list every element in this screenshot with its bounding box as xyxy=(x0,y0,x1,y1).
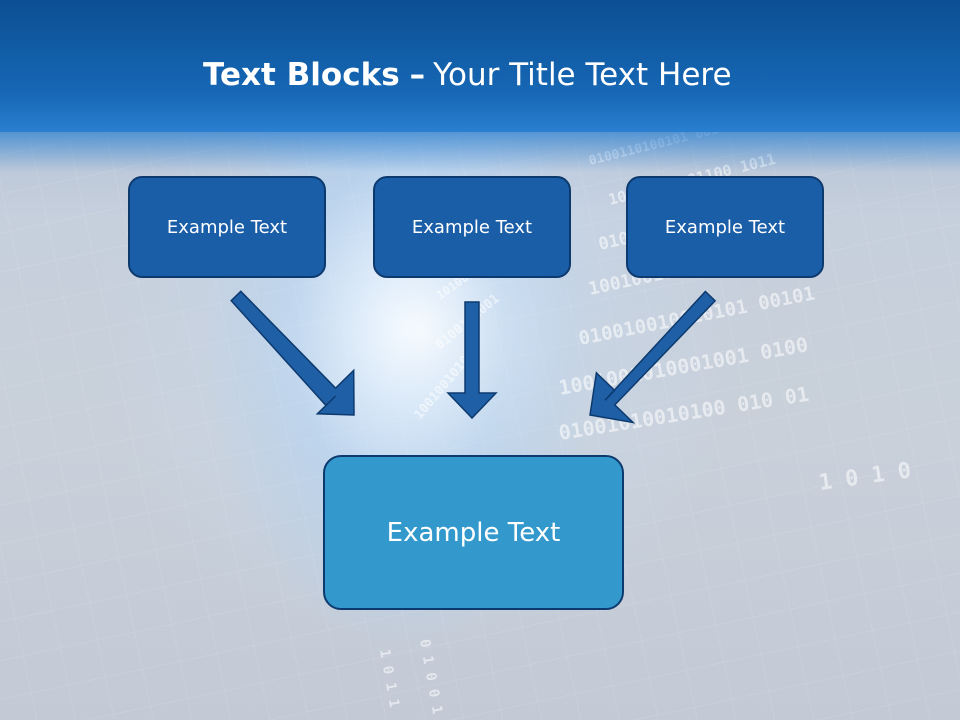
title-subtitle-part: Your Title Text Here xyxy=(433,57,732,93)
text-block-1-label: Example Text xyxy=(166,216,288,238)
text-block-1: Example Text xyxy=(128,176,326,278)
text-block-3-label: Example Text xyxy=(664,216,786,238)
text-block-result-label: Example Text xyxy=(386,517,561,548)
title-bold-part: Text Blocks xyxy=(203,57,400,93)
slide-title: Text Blocks–Your Title Text Here xyxy=(203,52,732,98)
text-block-3: Example Text xyxy=(626,176,824,278)
text-block-2: Example Text xyxy=(373,176,571,278)
text-block-result: Example Text xyxy=(323,455,624,610)
text-block-2-label: Example Text xyxy=(411,216,533,238)
title-dash: – xyxy=(409,57,426,93)
title-band xyxy=(0,0,960,172)
